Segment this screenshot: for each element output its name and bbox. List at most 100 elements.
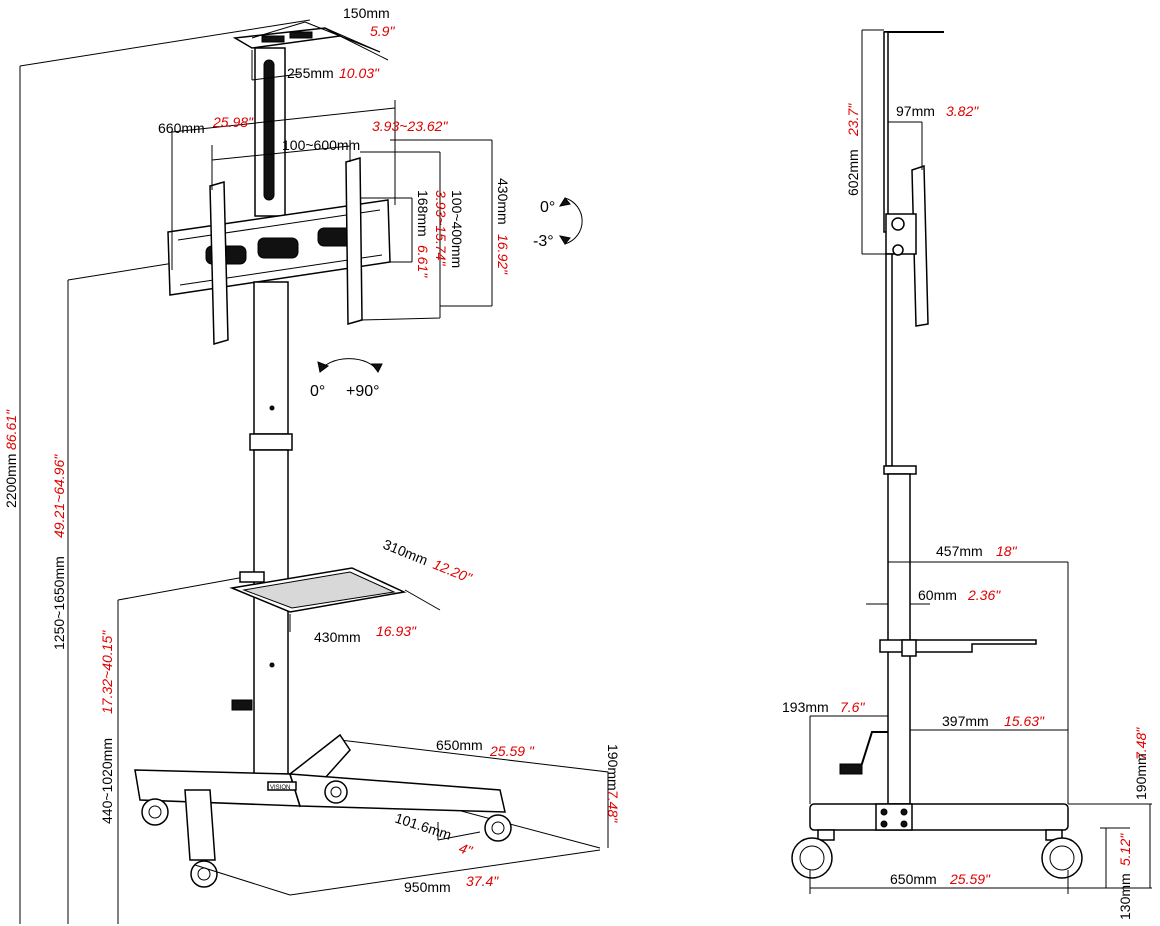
side-pole-clamp	[883, 465, 917, 475]
label-side-base-length-mm: 650mm	[890, 871, 937, 887]
caster-wheel	[484, 814, 512, 842]
label-vesa-horizontal-mm: 100~600mm	[282, 137, 360, 153]
brand-plate	[267, 781, 297, 791]
label-shelf-width-mm: 430mm	[314, 629, 361, 645]
label-side-crank-mm: 193mm	[782, 699, 829, 715]
dim-line-255	[251, 50, 301, 81]
label-mount-height-in: 49.21~64.96"	[51, 454, 67, 538]
brand-plate-text: VISION	[270, 785, 290, 791]
label-side-offset-in: 3.82"	[946, 103, 979, 119]
label-vesa-horizontal-in: 3.93~23.62"	[372, 118, 448, 134]
label-vesa-vertical-mm: 100~400mm	[449, 190, 465, 268]
upper-column-slot	[263, 59, 275, 201]
side-mount-knob	[892, 244, 904, 256]
side-base	[809, 803, 1069, 831]
side-dim-97	[888, 121, 923, 170]
dim-line-430	[390, 139, 493, 307]
dim-line-100-600	[211, 140, 351, 190]
caster-wheel	[190, 860, 218, 888]
label-rotate-end: +90°	[346, 383, 380, 400]
rotate-arrowhead	[371, 363, 383, 373]
side-pole-lower	[887, 473, 911, 805]
floor-shadow-back	[339, 739, 609, 848]
side-dim-190	[1068, 803, 1152, 889]
caster-wheel	[141, 798, 169, 826]
label-vesa-vertical-in: 3.93~15.74"	[433, 190, 449, 266]
side-view: 602mm 23.7" 97mm 3.82" 457mm 18" 60mm 2.…	[782, 29, 1152, 920]
label-side-base-length-in: 25.59"	[949, 871, 991, 887]
top-plate-slot	[289, 31, 313, 39]
dim-line-shelf	[289, 589, 441, 632]
label-side-base-height-in: 7.48"	[1133, 727, 1149, 760]
dim-line-100-400	[359, 151, 441, 321]
label-top-plate-depth-in: 10.03"	[339, 65, 380, 81]
crank-handle	[231, 699, 253, 711]
label-mount-height-mm: 1250~1650mm	[51, 556, 67, 650]
label-shelf-height-in: 17.32~40.15"	[99, 630, 115, 714]
label-side-pole-mm: 60mm	[918, 587, 957, 603]
label-shelf-height-mm: 440~1020mm	[99, 738, 115, 824]
side-caster-wheel	[791, 829, 835, 879]
label-side-shelf-reach-in: 18"	[996, 543, 1018, 559]
label-bracket-height-in: 16.92"	[495, 234, 511, 275]
side-pole-upper	[885, 253, 893, 467]
dim-line-101	[437, 822, 481, 841]
label-top-plate-width-mm: 150mm	[343, 5, 390, 21]
label-side-front-reach-in: 15.63"	[1004, 713, 1045, 729]
label-base-depth-in: 25.59 "	[489, 743, 535, 759]
label-bracket-width-in: 25.98"	[212, 114, 254, 130]
label-rotate-start: 0°	[310, 383, 325, 400]
label-side-top-plate-mm: 602mm	[845, 149, 861, 196]
label-caster-mm: 101.6mm	[393, 810, 453, 843]
label-caster-in: 4"	[457, 840, 475, 859]
side-base-bolt	[900, 820, 908, 828]
side-upper-column	[883, 31, 889, 233]
side-crank-handle	[839, 763, 863, 775]
label-side-wheel-height-in: 5.12"	[1117, 833, 1133, 866]
tilt-arrow	[564, 197, 583, 245]
label-side-wheel-height-mm: 130mm	[1117, 873, 1133, 920]
caster-wheel	[324, 780, 348, 804]
label-side-shelf-reach-mm: 457mm	[936, 543, 983, 559]
label-total-height-in: 86.61"	[3, 409, 19, 450]
label-total-height-mm: 2200mm	[3, 454, 19, 508]
dim-line-150	[251, 21, 381, 53]
label-shelf-depth-mm: 310mm	[381, 536, 430, 568]
label-top-plate-depth-mm: 255mm	[287, 65, 334, 81]
label-bracket-width-mm: 660mm	[158, 120, 205, 136]
label-side-front-reach-mm: 397mm	[942, 713, 989, 729]
tilt-arrowhead	[558, 235, 571, 245]
label-base-width-in: 37.4"	[466, 873, 499, 889]
label-bracket-height-mm: 430mm	[495, 178, 511, 225]
side-shelf-bracket	[901, 639, 917, 657]
label-tilt-down: -3°	[533, 233, 554, 250]
lower-pole	[253, 449, 289, 775]
side-shelf	[879, 639, 1037, 653]
mount-center-slot	[257, 237, 299, 259]
right-vesa-arm	[345, 157, 363, 325]
wall-plane-top	[67, 261, 181, 281]
base-left-leg	[184, 789, 216, 861]
shelf-bracket	[239, 571, 265, 583]
side-dim-457	[888, 561, 1069, 804]
side-dim-130	[1100, 827, 1130, 888]
dim-line-950	[194, 849, 601, 896]
rotate-arrowhead	[317, 361, 330, 373]
label-base-width-mm: 950mm	[404, 879, 451, 895]
top-plate-slot	[261, 35, 285, 43]
label-shelf-width-in: 16.93"	[376, 623, 417, 639]
label-shelf-depth-in: 12.20"	[431, 556, 475, 586]
side-mount-knob	[891, 217, 905, 231]
side-caster-wheel	[1041, 829, 1083, 879]
shelf-plane-top	[117, 575, 251, 601]
label-side-pole-in: 2.36"	[967, 587, 1001, 603]
side-base-bolt	[880, 808, 888, 816]
label-side-top-plate-in: 23.7"	[845, 103, 861, 137]
label-top-plate-width-in: 5.9"	[370, 23, 395, 39]
ceiling-top-plate	[232, 27, 343, 49]
pole-clamp	[249, 433, 293, 451]
ceiling-line	[19, 19, 311, 67]
side-base-bolt	[900, 808, 908, 816]
side-dim-650	[809, 870, 1069, 894]
pole-hole	[269, 405, 275, 411]
